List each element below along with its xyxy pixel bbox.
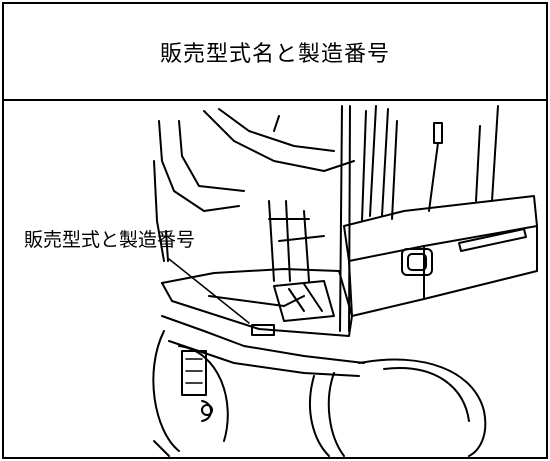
page-title: 販売型式名と製造番号 [159, 41, 390, 67]
section-header: 販売型式名と製造番号 [4, 4, 546, 101]
machine-illustration: 販売型式と製造番号 [4, 101, 546, 459]
callout-label: 販売型式と製造番号 [24, 229, 196, 251]
machine-line-drawing [152, 105, 538, 457]
